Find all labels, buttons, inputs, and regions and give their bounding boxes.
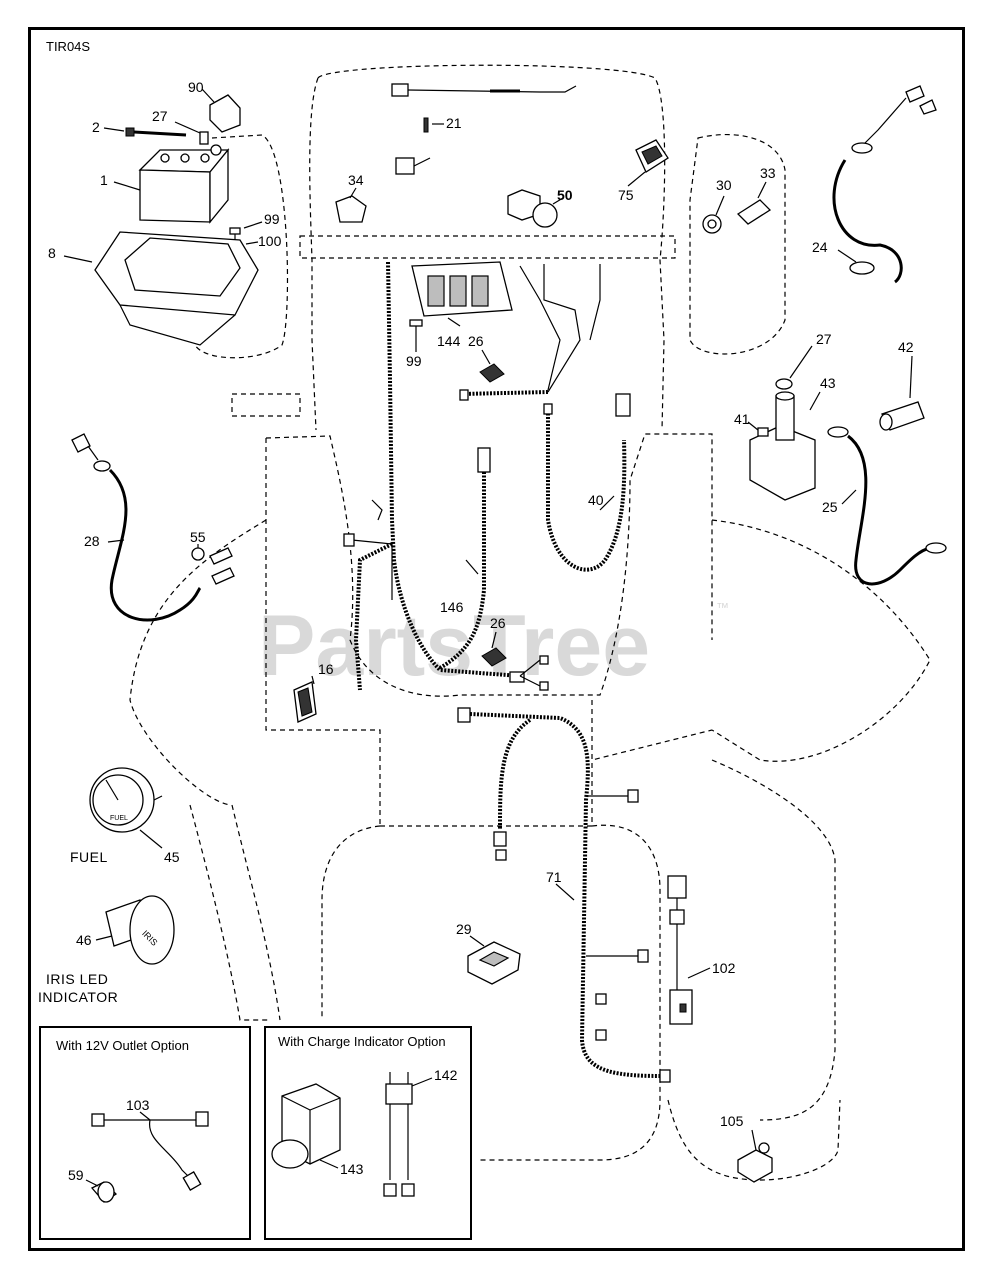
charge-option-title: With Charge Indicator Option (278, 1034, 446, 1049)
part-41-screw: 41 (734, 411, 769, 437)
callout-55: 55 (190, 529, 206, 545)
part-8-battery-tray: 8 (48, 231, 259, 346)
part-43-solenoid: 43 (749, 375, 836, 501)
fuel-label: FUEL (70, 849, 108, 865)
callout-21: 21 (446, 115, 462, 131)
part-24-cable: 24 (812, 85, 937, 284)
callout-41: 41 (734, 411, 750, 427)
part-99-screw: 99 (406, 319, 423, 369)
callout-75: 75 (618, 187, 634, 203)
callout-90: 90 (188, 79, 204, 95)
tractor-outline (129, 64, 931, 1181)
part-2-bolt: 2 (92, 119, 187, 137)
callout-8: 8 (48, 245, 56, 261)
part-28-cable: 28 (71, 433, 202, 622)
callout-2: 2 (92, 119, 100, 135)
callout-40: 40 (588, 492, 604, 508)
part-29-switch: 29 (456, 921, 521, 985)
callout-42: 42 (898, 339, 914, 355)
outlet-option-title: With 12V Outlet Option (56, 1038, 189, 1053)
watermark: PartsTree (258, 598, 650, 694)
part-105-connector: 105 (720, 1113, 773, 1183)
callout-102: 102 (712, 960, 736, 976)
part-25-cable: 25 (822, 426, 947, 586)
part-42-boot: 42 (879, 339, 925, 431)
callout-34: 34 (348, 172, 364, 188)
callout-27: 27 (816, 331, 832, 347)
iris-label-line1: IRIS LED (46, 971, 108, 987)
main-harness: 146 40 (343, 261, 631, 691)
part-46-iris-indicator: IRIS 46 IRIS LED INDICATOR (38, 895, 175, 1005)
callout-25: 25 (822, 499, 838, 515)
callout-71: 71 (546, 869, 562, 885)
callout-59: 59 (68, 1167, 84, 1183)
gauge-face-text: FUEL (110, 815, 128, 822)
part-71-harness: 71 (457, 707, 671, 1083)
part-16-connector: 16 (293, 661, 334, 723)
part-27-nut: 27 (152, 108, 209, 145)
part-75-rocker-switch: 75 (618, 139, 669, 203)
part-50-switch: 50 (507, 187, 573, 228)
callout-99: 99 (406, 353, 422, 369)
part-144-module: 144 (411, 261, 513, 349)
callout-103: 103 (126, 1097, 150, 1113)
callout-26: 26 (490, 615, 506, 631)
callout-144: 144 (437, 333, 461, 349)
callout-146: 146 (440, 599, 464, 615)
iris-label-line2: INDICATOR (38, 989, 118, 1005)
callout-45: 45 (164, 849, 180, 865)
callout-50: 50 (557, 187, 573, 203)
callout-29: 29 (456, 921, 472, 937)
part-30-ignition-switch: 30 (702, 177, 732, 234)
callout-99: 99 (264, 211, 280, 227)
callout-26: 26 (468, 333, 484, 349)
outlet-option-box: With 12V Outlet Option 103 59 (39, 1026, 251, 1240)
callout-143: 143 (340, 1161, 364, 1177)
part-45-fuel-gauge: FUEL 45 FUEL (70, 767, 180, 865)
part-1-battery: 1 (100, 144, 230, 224)
diagram-frame (28, 27, 965, 1251)
diagram-code: TIR04S (46, 39, 90, 54)
part-26-fuse-b: 26 (481, 615, 507, 667)
callout-142: 142 (434, 1067, 458, 1083)
part-21-wire: 21 (391, 83, 577, 175)
callout-16: 16 (318, 661, 334, 677)
callout-100: 100 (258, 233, 282, 249)
charge-option-box: With Charge Indicator Option 143 142 (264, 1026, 472, 1240)
part-26-fuse-a: 26 (468, 333, 505, 383)
callout-27: 27 (152, 108, 168, 124)
part-90-bracket: 90 (188, 79, 241, 133)
part-33-key: 33 (736, 165, 776, 225)
watermark-tm: ™ (716, 600, 729, 615)
part-27-nut-right: 27 (775, 331, 832, 390)
callout-30: 30 (716, 177, 732, 193)
part-102-wire: 102 (667, 875, 736, 1025)
callout-28: 28 (84, 533, 100, 549)
callout-33: 33 (760, 165, 776, 181)
callout-46: 46 (76, 932, 92, 948)
callout-24: 24 (812, 239, 828, 255)
callout-43: 43 (820, 375, 836, 391)
part-55-terminal: 55 (190, 529, 235, 585)
part-34-clip: 34 (335, 172, 367, 223)
callout-1: 1 (100, 172, 108, 188)
callout-105: 105 (720, 1113, 744, 1129)
